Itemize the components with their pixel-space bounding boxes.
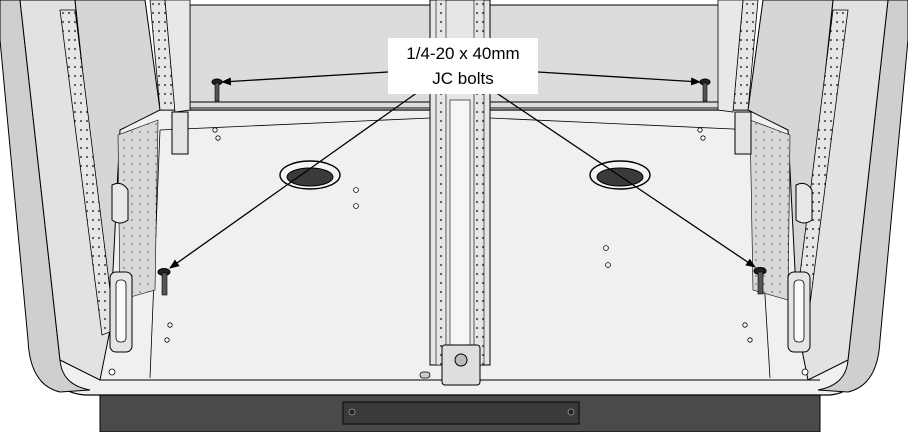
cabinet-base (99, 394, 821, 432)
bolt-back-right (699, 78, 711, 102)
leader-to-front-right-bolt (494, 91, 756, 268)
right-side-wall (717, 0, 908, 393)
side-brackets (109, 111, 813, 353)
leader-to-front-left-bolt (169, 91, 419, 269)
cable-grommet-right (589, 160, 651, 190)
leader-to-back-right-bolt (537, 71, 701, 86)
callout-label-line1: 1/4-20 x 40mm (406, 44, 519, 63)
left-side-wall (0, 0, 191, 393)
callout-label-line2: JC bolts (432, 69, 493, 88)
cable-grommet-left (279, 160, 341, 190)
callout-label-box: 1/4-20 x 40mm JC bolts (388, 38, 538, 94)
mounting-holes (108, 127, 809, 376)
bolt-front-left (157, 268, 171, 296)
bolt-front-right (753, 267, 767, 295)
callout-leaders (169, 71, 756, 269)
bolt-back-left (211, 78, 223, 102)
leader-to-back-left-bolt (221, 71, 389, 86)
